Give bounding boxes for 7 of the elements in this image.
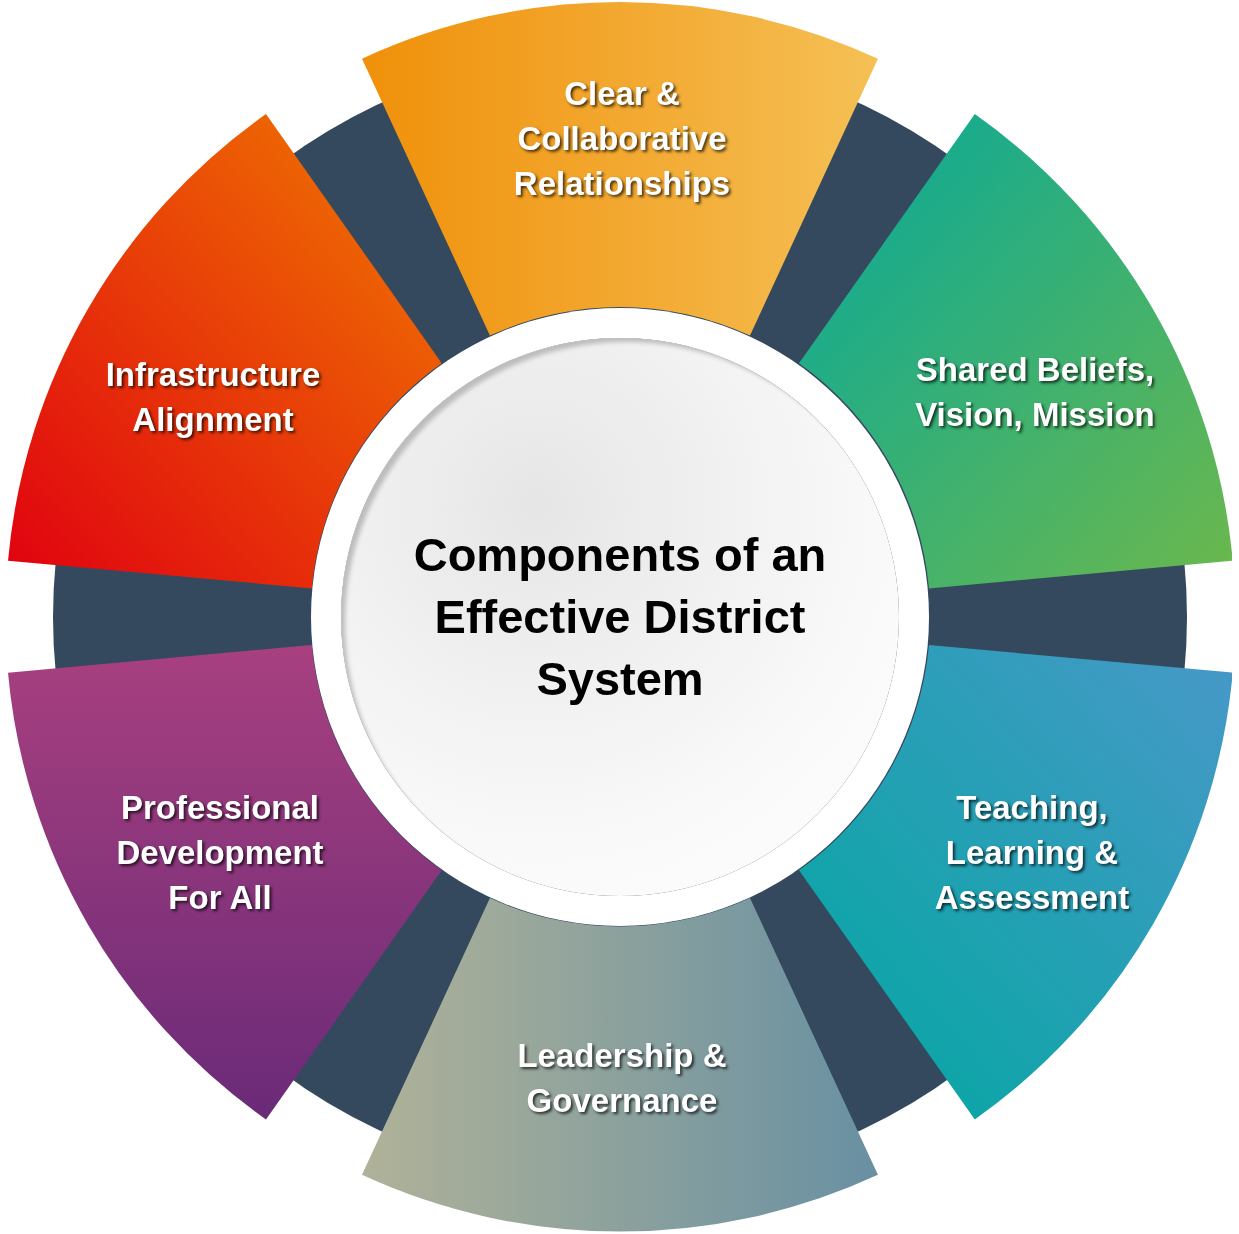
segment-label: Professional Development For All [115,787,325,918]
segment-label: Teaching, Learning & Assessment [933,787,1131,918]
center-title: Components of an Effective District System [412,527,828,707]
segment-label: Infrastructure Alignment [104,355,322,440]
segment-label: Leadership & Governance [516,1036,728,1121]
segment-label: Clear & Collaborative Relationships [512,73,732,204]
segment-label: Shared Beliefs, Vision, Mission [914,350,1156,435]
